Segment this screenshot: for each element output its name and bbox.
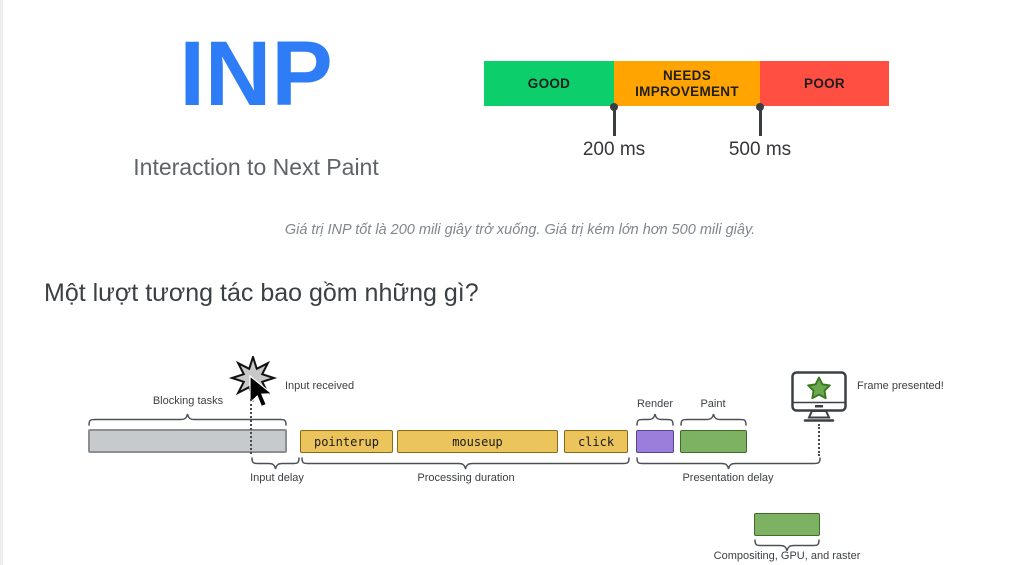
event-box-pointerup: pointerup — [300, 430, 393, 453]
processing-duration-label: Processing duration — [417, 472, 515, 484]
scale-segment-good: GOOD — [484, 61, 614, 106]
compositing-bar — [754, 513, 820, 536]
input-burst-cursor-icon — [228, 356, 278, 408]
input-dotted-line — [250, 399, 252, 454]
render-label: Render — [636, 398, 674, 410]
inp-hero: INP Interaction to Next Paint — [60, 26, 452, 181]
inp-threshold-caption: Giá trị INP tốt là 200 mili giây trở xuố… — [284, 222, 756, 238]
scale-segment-poor: POOR — [760, 61, 889, 106]
tick-dot — [610, 103, 618, 111]
render-brace — [636, 413, 674, 426]
tick-line — [613, 109, 616, 136]
threshold-label-500ms: 500 ms — [728, 139, 792, 160]
compositing-brace — [754, 539, 820, 552]
input-delay-label: Input delay — [250, 472, 304, 484]
frame-presented-label: Frame presented! — [857, 380, 944, 392]
monitor-icon — [791, 371, 847, 422]
blocking-tasks-bar — [88, 429, 287, 453]
presentation-dotted-line — [818, 424, 820, 456]
page-title: INP — [179, 23, 333, 125]
compositing-label: Compositing, GPU, and raster — [713, 550, 861, 562]
render-bar — [636, 430, 674, 453]
paint-label: Paint — [700, 398, 726, 410]
page-subtitle: Interaction to Next Paint — [133, 154, 379, 180]
paint-bar — [680, 430, 747, 453]
frame-star-icon — [807, 376, 831, 400]
presentation-delay-brace — [636, 457, 821, 470]
inp-threshold-scale: GOOD NEEDS IMPROVEMENT POOR 200 ms 500 m… — [484, 61, 889, 171]
tick-dot — [756, 103, 764, 111]
event-box-mouseup: mouseup — [397, 430, 558, 453]
blocking-tasks-label: Blocking tasks — [152, 395, 224, 407]
event-box-click: click — [564, 430, 628, 453]
threshold-bar: GOOD NEEDS IMPROVEMENT POOR — [484, 61, 889, 106]
processing-duration-brace — [301, 457, 630, 470]
blocking-tasks-brace — [88, 413, 287, 426]
tick-line — [759, 109, 762, 136]
paint-brace — [680, 413, 747, 426]
input-received-label: Input received — [285, 380, 355, 392]
section-heading: Một lượt tương tác bao gồm những gì? — [44, 279, 479, 307]
page-left-edge — [0, 0, 3, 565]
presentation-delay-label: Presentation delay — [682, 472, 774, 484]
input-delay-brace — [251, 457, 300, 470]
scale-segment-needs-improvement: NEEDS IMPROVEMENT — [614, 61, 760, 106]
threshold-label-200ms: 200 ms — [582, 139, 646, 160]
